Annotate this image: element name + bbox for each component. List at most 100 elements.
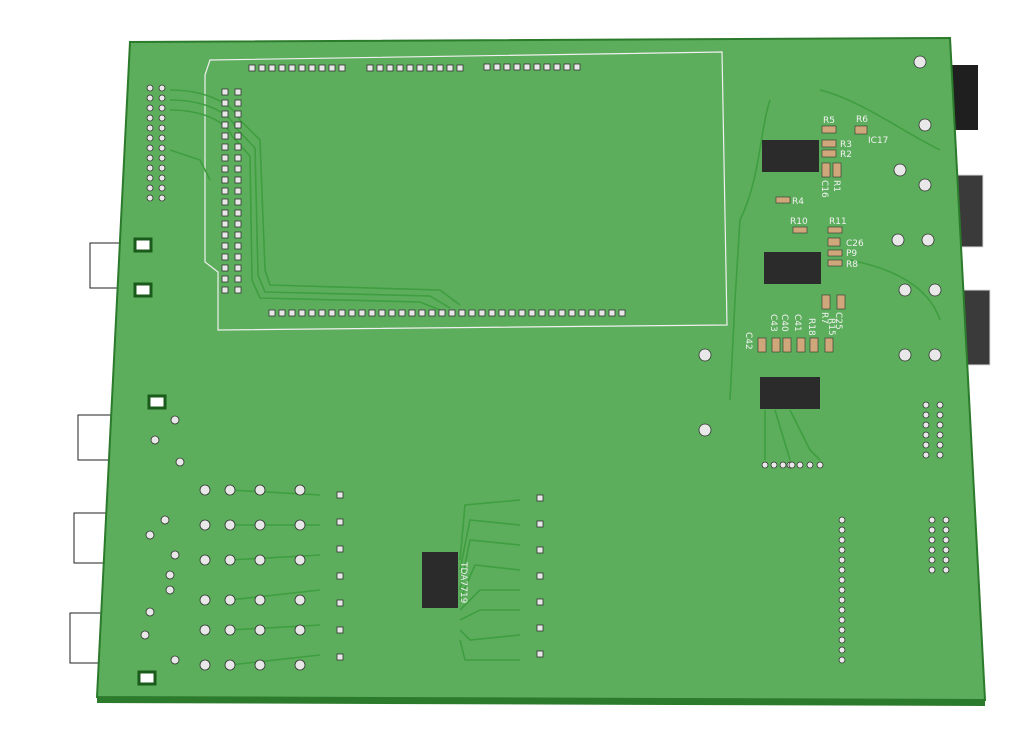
- pad: [618, 309, 626, 317]
- pad: [533, 63, 541, 71]
- via: [224, 554, 236, 566]
- ic-u2: [764, 252, 821, 284]
- via: [254, 554, 266, 566]
- pad: [483, 63, 491, 71]
- via: [838, 596, 846, 604]
- pad: [568, 309, 576, 317]
- smd-parts: [757, 125, 868, 353]
- traces: [169, 89, 941, 666]
- pad: [221, 275, 229, 283]
- pad: [221, 99, 229, 107]
- via: [145, 530, 155, 540]
- pad: [338, 309, 346, 317]
- pad: [248, 64, 256, 72]
- pad: [338, 64, 346, 72]
- pad: [221, 121, 229, 129]
- via: [918, 178, 932, 192]
- pad: [221, 231, 229, 239]
- pad: [368, 309, 376, 317]
- via: [146, 94, 154, 102]
- via: [936, 441, 944, 449]
- pad: [538, 309, 546, 317]
- pad: [488, 309, 496, 317]
- ic-tda7719: [422, 552, 458, 608]
- display-outline: [204, 51, 728, 331]
- via: [838, 566, 846, 574]
- via: [158, 94, 166, 102]
- pad: [478, 309, 486, 317]
- via: [838, 526, 846, 534]
- via: [893, 163, 907, 177]
- pad: [563, 63, 571, 71]
- silkscreen-labels: R5 R6 R3 R2 IC17 C16 R1 R4 R10 R11 C26 P…: [458, 115, 888, 604]
- pad: [288, 64, 296, 72]
- ic-u3: [760, 377, 820, 409]
- via: [199, 594, 211, 606]
- pad: [436, 64, 444, 72]
- via: [150, 435, 160, 445]
- via: [816, 461, 824, 469]
- via: [146, 184, 154, 192]
- pad: [336, 572, 344, 580]
- pad: [318, 309, 326, 317]
- pad: [221, 187, 229, 195]
- mount-pad: [147, 394, 167, 410]
- pad: [234, 187, 242, 195]
- mount-pad: [137, 670, 157, 686]
- via: [294, 624, 306, 636]
- via: [158, 114, 166, 122]
- pads: [133, 55, 950, 686]
- pad: [493, 63, 501, 71]
- label-tda7719: TDA7719: [458, 561, 468, 604]
- via: [942, 526, 950, 534]
- via: [294, 554, 306, 566]
- pad: [234, 110, 242, 118]
- pad: [298, 309, 306, 317]
- pad: [234, 209, 242, 217]
- pad: [378, 309, 386, 317]
- label-c41: C41: [792, 314, 802, 332]
- via: [158, 144, 166, 152]
- pad: [258, 64, 266, 72]
- via: [898, 348, 912, 362]
- via: [158, 84, 166, 92]
- via: [891, 233, 905, 247]
- pad: [308, 64, 316, 72]
- via: [158, 194, 166, 202]
- label-r8: R8: [846, 260, 858, 270]
- via: [224, 519, 236, 531]
- pad: [221, 154, 229, 162]
- via: [165, 585, 175, 595]
- via: [922, 411, 930, 419]
- via: [796, 461, 804, 469]
- pad: [503, 63, 511, 71]
- pad: [536, 572, 544, 580]
- via: [199, 484, 211, 496]
- pad: [348, 309, 356, 317]
- via: [224, 624, 236, 636]
- label-c40: C40: [779, 314, 789, 332]
- via: [922, 421, 930, 429]
- label-r2: R2: [840, 150, 852, 160]
- via: [942, 546, 950, 554]
- via: [936, 401, 944, 409]
- label-r10: R10: [790, 217, 808, 227]
- via: [898, 283, 912, 297]
- via: [928, 516, 936, 524]
- pad: [438, 309, 446, 317]
- via: [146, 164, 154, 172]
- pad: [328, 64, 336, 72]
- via: [165, 570, 175, 580]
- via: [158, 164, 166, 172]
- pad: [536, 520, 544, 528]
- via: [936, 431, 944, 439]
- via: [942, 556, 950, 564]
- via: [838, 606, 846, 614]
- pad: [508, 309, 516, 317]
- via: [158, 154, 166, 162]
- pad: [308, 309, 316, 317]
- pad: [234, 286, 242, 294]
- pad: [221, 242, 229, 250]
- pad: [536, 624, 544, 632]
- via: [170, 415, 180, 425]
